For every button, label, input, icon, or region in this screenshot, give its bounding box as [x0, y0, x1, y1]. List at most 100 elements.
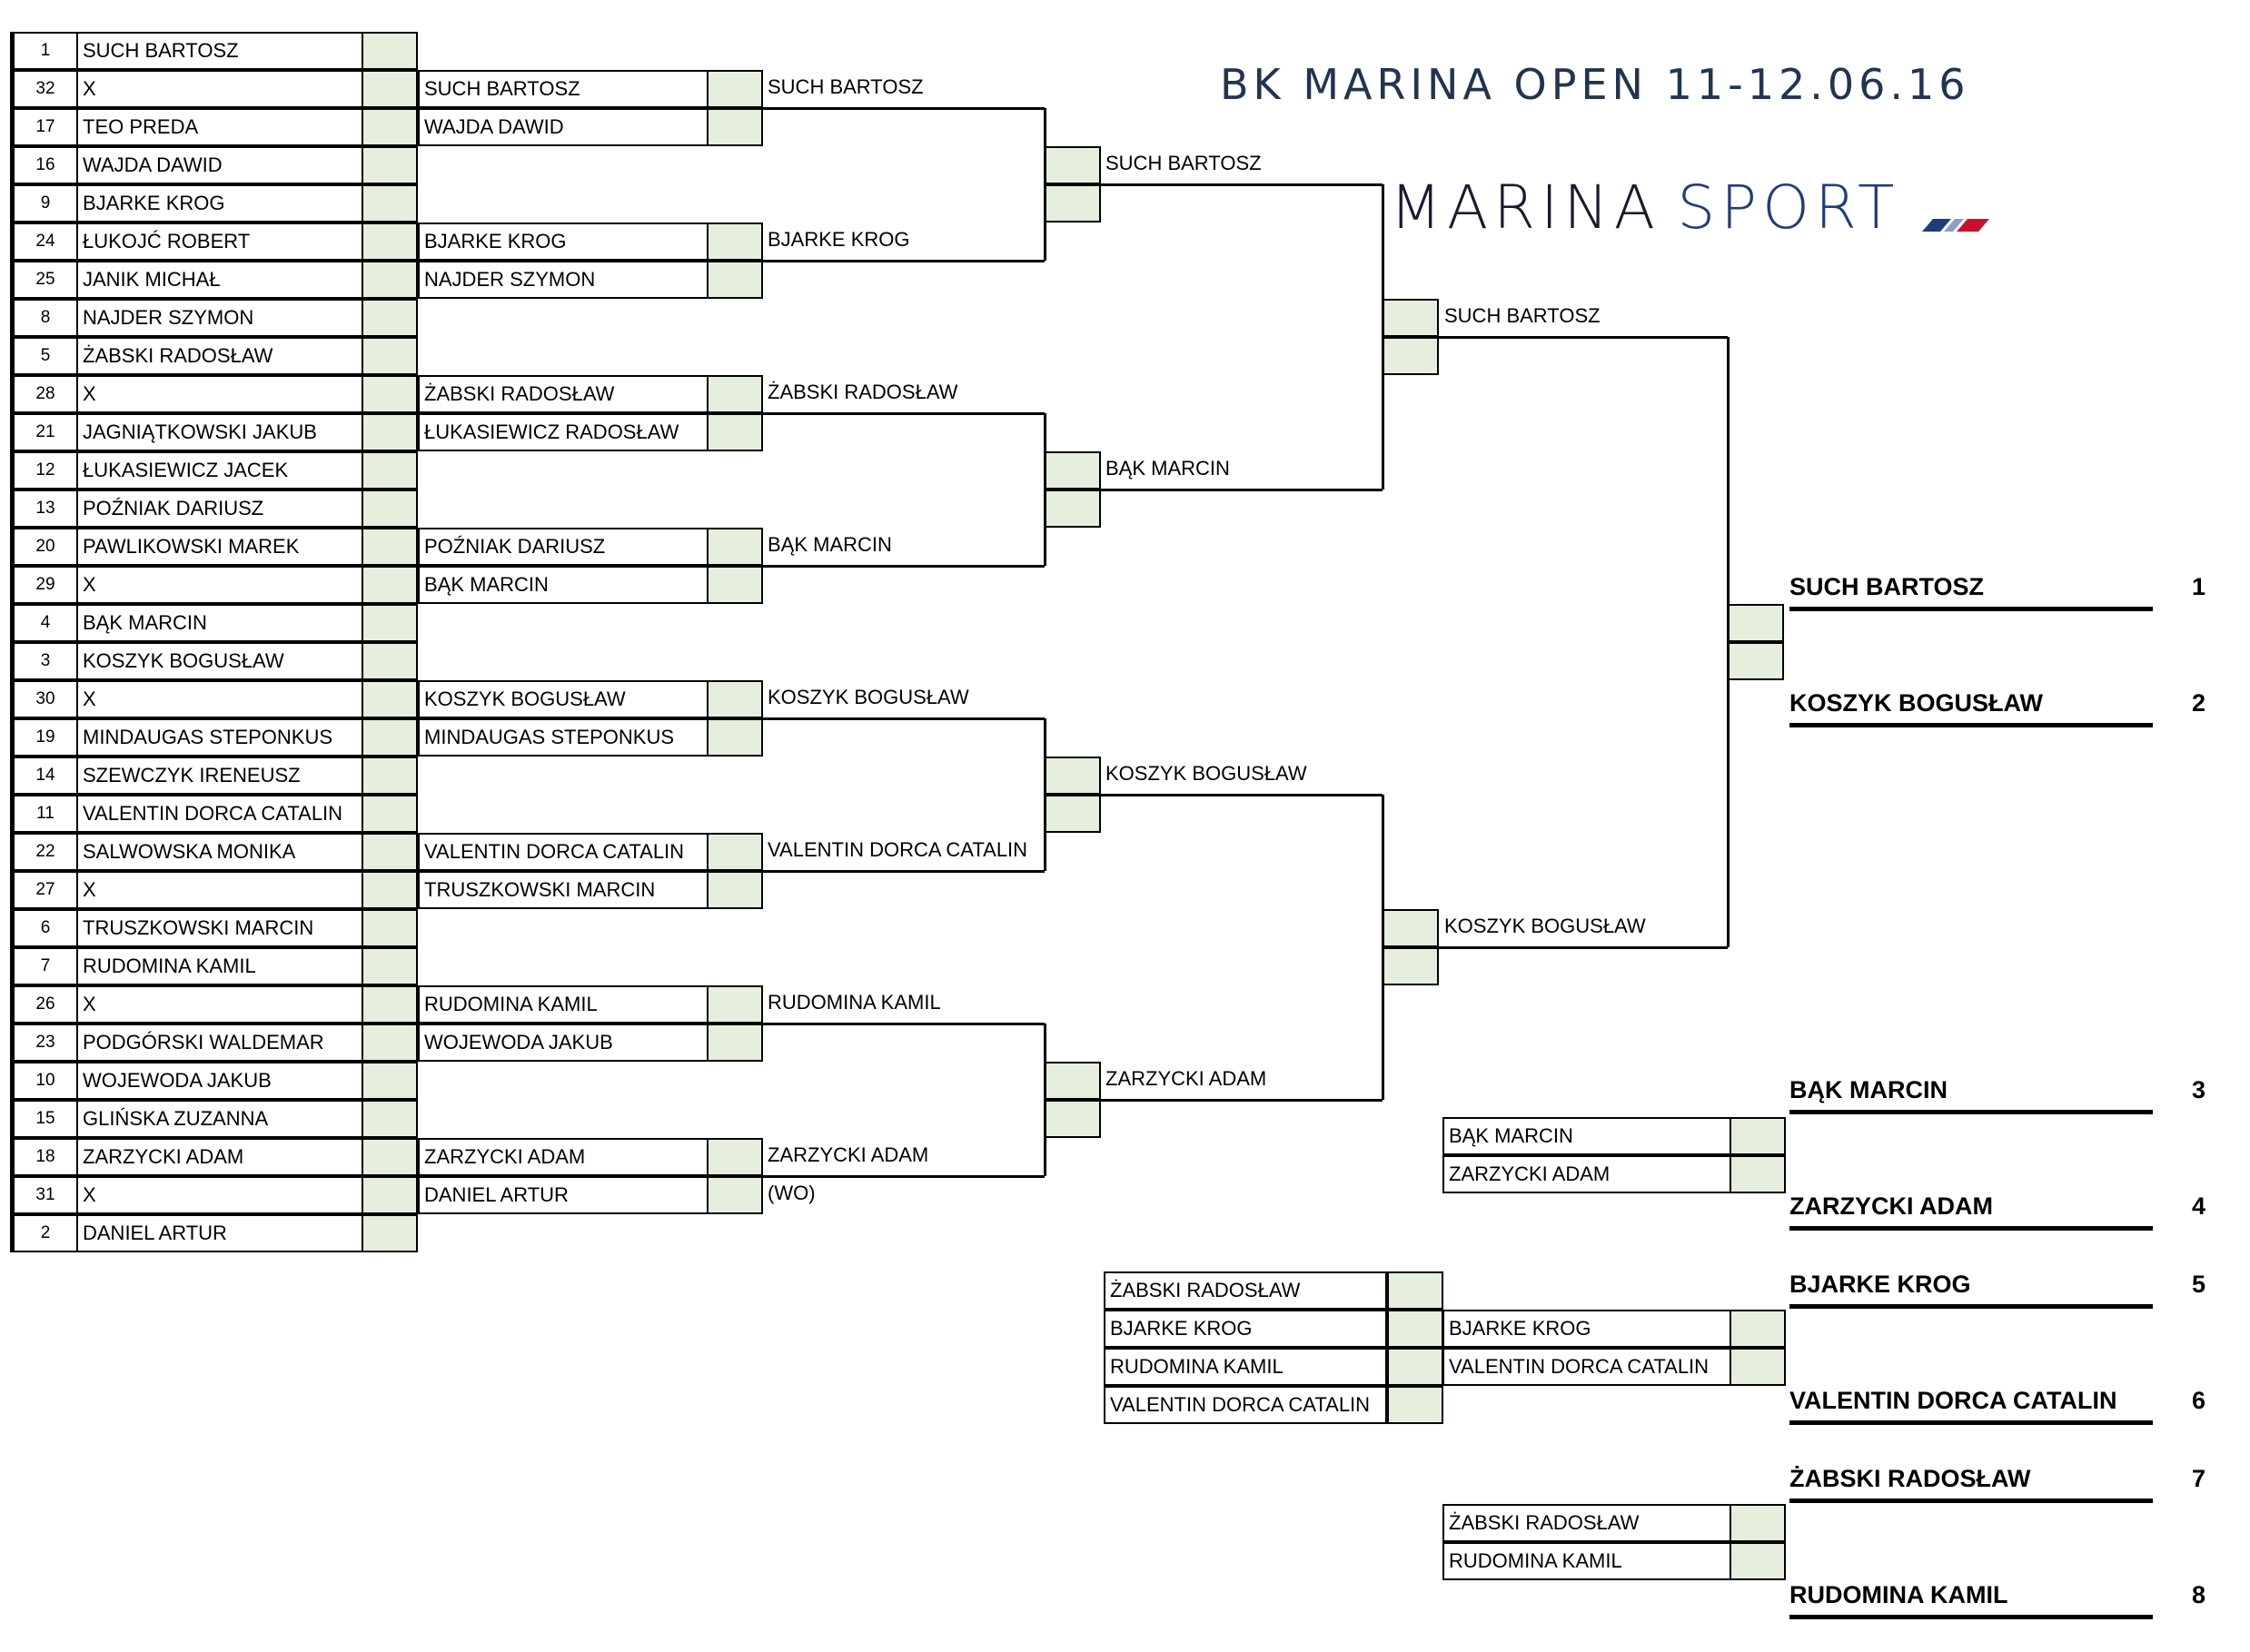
score-input[interactable] [707, 871, 763, 909]
score-input[interactable] [362, 528, 418, 566]
score-input[interactable] [362, 223, 418, 261]
score-input[interactable] [1383, 947, 1439, 985]
seed-number: 18 [13, 1138, 78, 1176]
score-input[interactable] [707, 528, 763, 566]
score-input[interactable] [707, 566, 763, 604]
seed-number: 11 [13, 795, 78, 833]
score-input[interactable] [362, 642, 418, 680]
round2-player: VALENTIN DORCA CATALIN [418, 833, 709, 871]
score-input[interactable] [1045, 757, 1101, 795]
score-input[interactable] [362, 32, 418, 70]
seed-number: 10 [13, 1062, 78, 1100]
round1-player: MINDAUGAS STEPONKUS [76, 718, 363, 757]
bracket-connector [763, 107, 1045, 110]
score-input[interactable] [362, 947, 418, 985]
score-input[interactable] [707, 70, 763, 108]
score-input[interactable] [362, 70, 418, 108]
score-input[interactable] [1730, 1504, 1786, 1542]
score-input[interactable] [1045, 146, 1101, 184]
score-input[interactable] [1730, 1348, 1786, 1386]
score-input[interactable] [707, 680, 763, 718]
score-input[interactable] [362, 718, 418, 757]
score-input[interactable] [362, 795, 418, 833]
score-input[interactable] [1045, 490, 1101, 528]
round1-player: JAGNIĄTKOWSKI JAKUB [76, 413, 363, 451]
score-input[interactable] [707, 1024, 763, 1062]
score-input[interactable] [362, 871, 418, 909]
round1-player: BĄK MARCIN [76, 604, 363, 642]
score-input[interactable] [1730, 1542, 1786, 1580]
round2-player: MINDAUGAS STEPONKUS [418, 718, 709, 757]
score-input[interactable] [362, 108, 418, 146]
score-input[interactable] [362, 261, 418, 299]
score-input[interactable] [1387, 1310, 1443, 1348]
score-input[interactable] [1045, 184, 1101, 223]
standings-place: 6 [2192, 1387, 2206, 1414]
score-input[interactable] [1045, 1100, 1101, 1138]
score-input[interactable] [362, 1024, 418, 1062]
round2-player: WOJEWODA JAKUB [418, 1024, 709, 1062]
seed-number: 31 [13, 1176, 78, 1214]
score-input[interactable] [362, 146, 418, 184]
standings-place: 3 [2192, 1076, 2206, 1103]
score-input[interactable] [1383, 299, 1439, 337]
score-input[interactable] [362, 833, 418, 871]
seed-number: 27 [13, 871, 78, 909]
score-input[interactable] [362, 490, 418, 528]
score-input[interactable] [707, 833, 763, 871]
score-input[interactable] [707, 718, 763, 757]
score-input[interactable] [362, 1176, 418, 1214]
score-input[interactable] [707, 1176, 763, 1214]
standings-name: KOSZYK BOGUSŁAW [1789, 685, 2153, 727]
score-input[interactable] [1045, 451, 1101, 490]
score-input[interactable] [1387, 1271, 1443, 1310]
score-input[interactable] [707, 108, 763, 146]
score-input[interactable] [362, 413, 418, 451]
score-input[interactable] [362, 909, 418, 947]
score-input[interactable] [362, 451, 418, 490]
score-input[interactable] [707, 413, 763, 451]
round2-winner: ŻABSKI RADOSŁAW [768, 381, 958, 403]
score-input[interactable] [1387, 1348, 1443, 1386]
score-input[interactable] [1387, 1386, 1443, 1424]
score-input[interactable] [362, 566, 418, 604]
score-input[interactable] [1383, 337, 1439, 375]
standings-name: VALENTIN DORCA CATALIN [1789, 1382, 2153, 1425]
score-input[interactable] [1728, 604, 1784, 642]
round2-player: BĄK MARCIN [418, 566, 709, 604]
round1-player: PAWLIKOWSKI MAREK [76, 528, 363, 566]
score-input[interactable] [362, 680, 418, 718]
score-input[interactable] [362, 1100, 418, 1138]
score-input[interactable] [362, 757, 418, 795]
score-input[interactable] [362, 1214, 418, 1252]
score-input[interactable] [362, 184, 418, 223]
round1-player: NAJDER SZYMON [76, 299, 363, 337]
seed-number: 6 [13, 909, 78, 947]
score-input[interactable] [362, 985, 418, 1024]
score-input[interactable] [1045, 1062, 1101, 1100]
score-input[interactable] [362, 1138, 418, 1176]
round1-player: X [76, 1176, 363, 1214]
round1-player: WOJEWODA JAKUB [76, 1062, 363, 1100]
score-input[interactable] [362, 375, 418, 413]
score-input[interactable] [707, 985, 763, 1024]
score-input[interactable] [1730, 1310, 1786, 1348]
score-input[interactable] [362, 337, 418, 375]
score-input[interactable] [362, 604, 418, 642]
third-place-player: ZARZYCKI ADAM [1442, 1155, 1731, 1193]
score-input[interactable] [362, 299, 418, 337]
score-input[interactable] [362, 1062, 418, 1100]
score-input[interactable] [707, 261, 763, 299]
seventh-place-player: RUDOMINA KAMIL [1442, 1542, 1731, 1580]
round2-winner: SUCH BARTOSZ [768, 75, 924, 98]
score-input[interactable] [707, 375, 763, 413]
score-input[interactable] [1730, 1117, 1786, 1155]
score-input[interactable] [707, 1138, 763, 1176]
score-input[interactable] [1045, 795, 1101, 833]
score-input[interactable] [707, 223, 763, 261]
score-input[interactable] [1728, 642, 1784, 680]
score-input[interactable] [1383, 909, 1439, 947]
round2-winner: RUDOMINA KAMIL [768, 991, 941, 1014]
standings-name: ŻABSKI RADOSŁAW [1789, 1460, 2153, 1503]
score-input[interactable] [1730, 1155, 1786, 1193]
